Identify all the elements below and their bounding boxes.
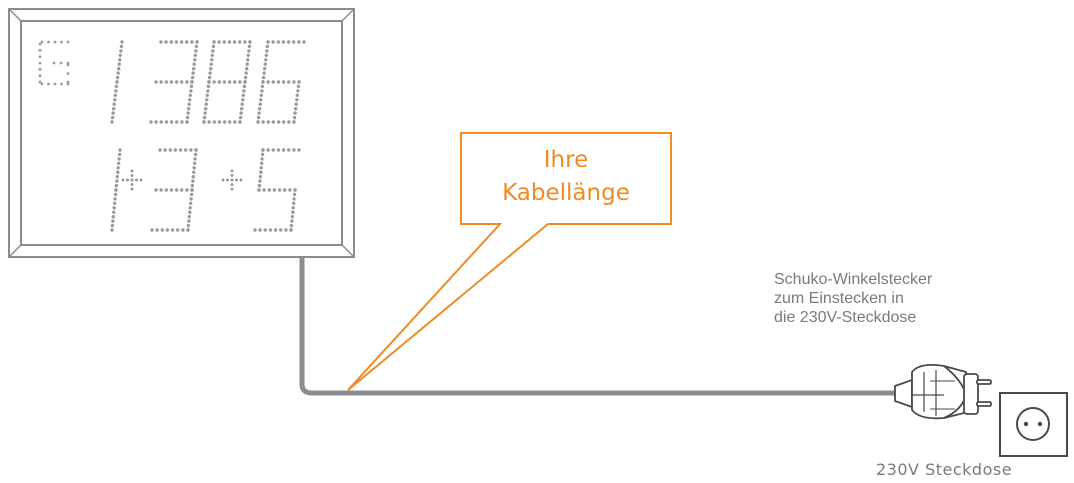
socket-plate (1000, 393, 1067, 456)
plug-note-line-3: die 230V-Steckdose (774, 308, 932, 327)
wall-socket-icon (1000, 393, 1067, 456)
schuko-angled-plug-icon (895, 365, 991, 418)
plug-description: Schuko-Winkelstecker zum Einstecken in d… (774, 270, 932, 327)
socket-label: 230V Steckdose (876, 460, 1012, 479)
callout-line-2: Kabellänge (461, 177, 671, 210)
plug-note-line-1: Schuko-Winkelstecker (774, 270, 932, 289)
callout-text: Ihre Kabellänge (461, 144, 671, 210)
callout-line-1: Ihre (461, 144, 671, 177)
plug-note-line-2: zum Einstecken in (774, 289, 932, 308)
scoreboard-display (9, 9, 354, 257)
